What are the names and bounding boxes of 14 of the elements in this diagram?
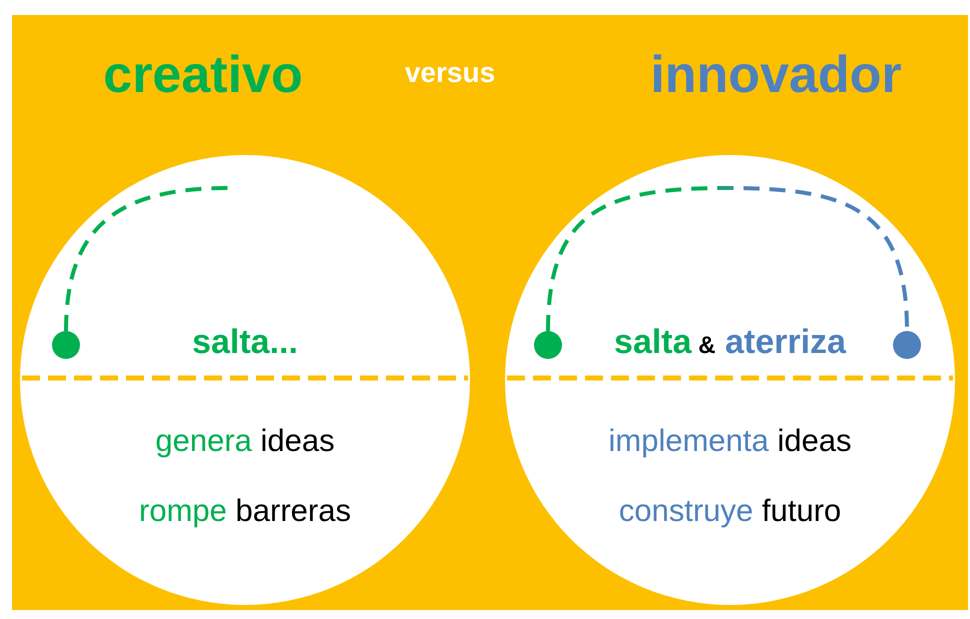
heading-text: creativo — [103, 45, 303, 105]
description-text: rompe barreras — [138, 493, 352, 529]
dot-marker — [534, 331, 562, 359]
dashed-arc — [64, 186, 228, 332]
description-text: construye futuro — [618, 493, 842, 529]
dot-marker — [52, 331, 80, 359]
heading-text: versus — [404, 57, 496, 89]
description-text: genera ideas — [154, 423, 336, 459]
dashed-arc — [546, 186, 909, 332]
key-phrase: salta & aterriza — [613, 323, 848, 362]
key-phrase: salta... — [191, 323, 299, 362]
dot-marker — [893, 331, 921, 359]
description-text: implementa ideas — [608, 423, 852, 459]
heading-text: innovador — [650, 45, 902, 105]
